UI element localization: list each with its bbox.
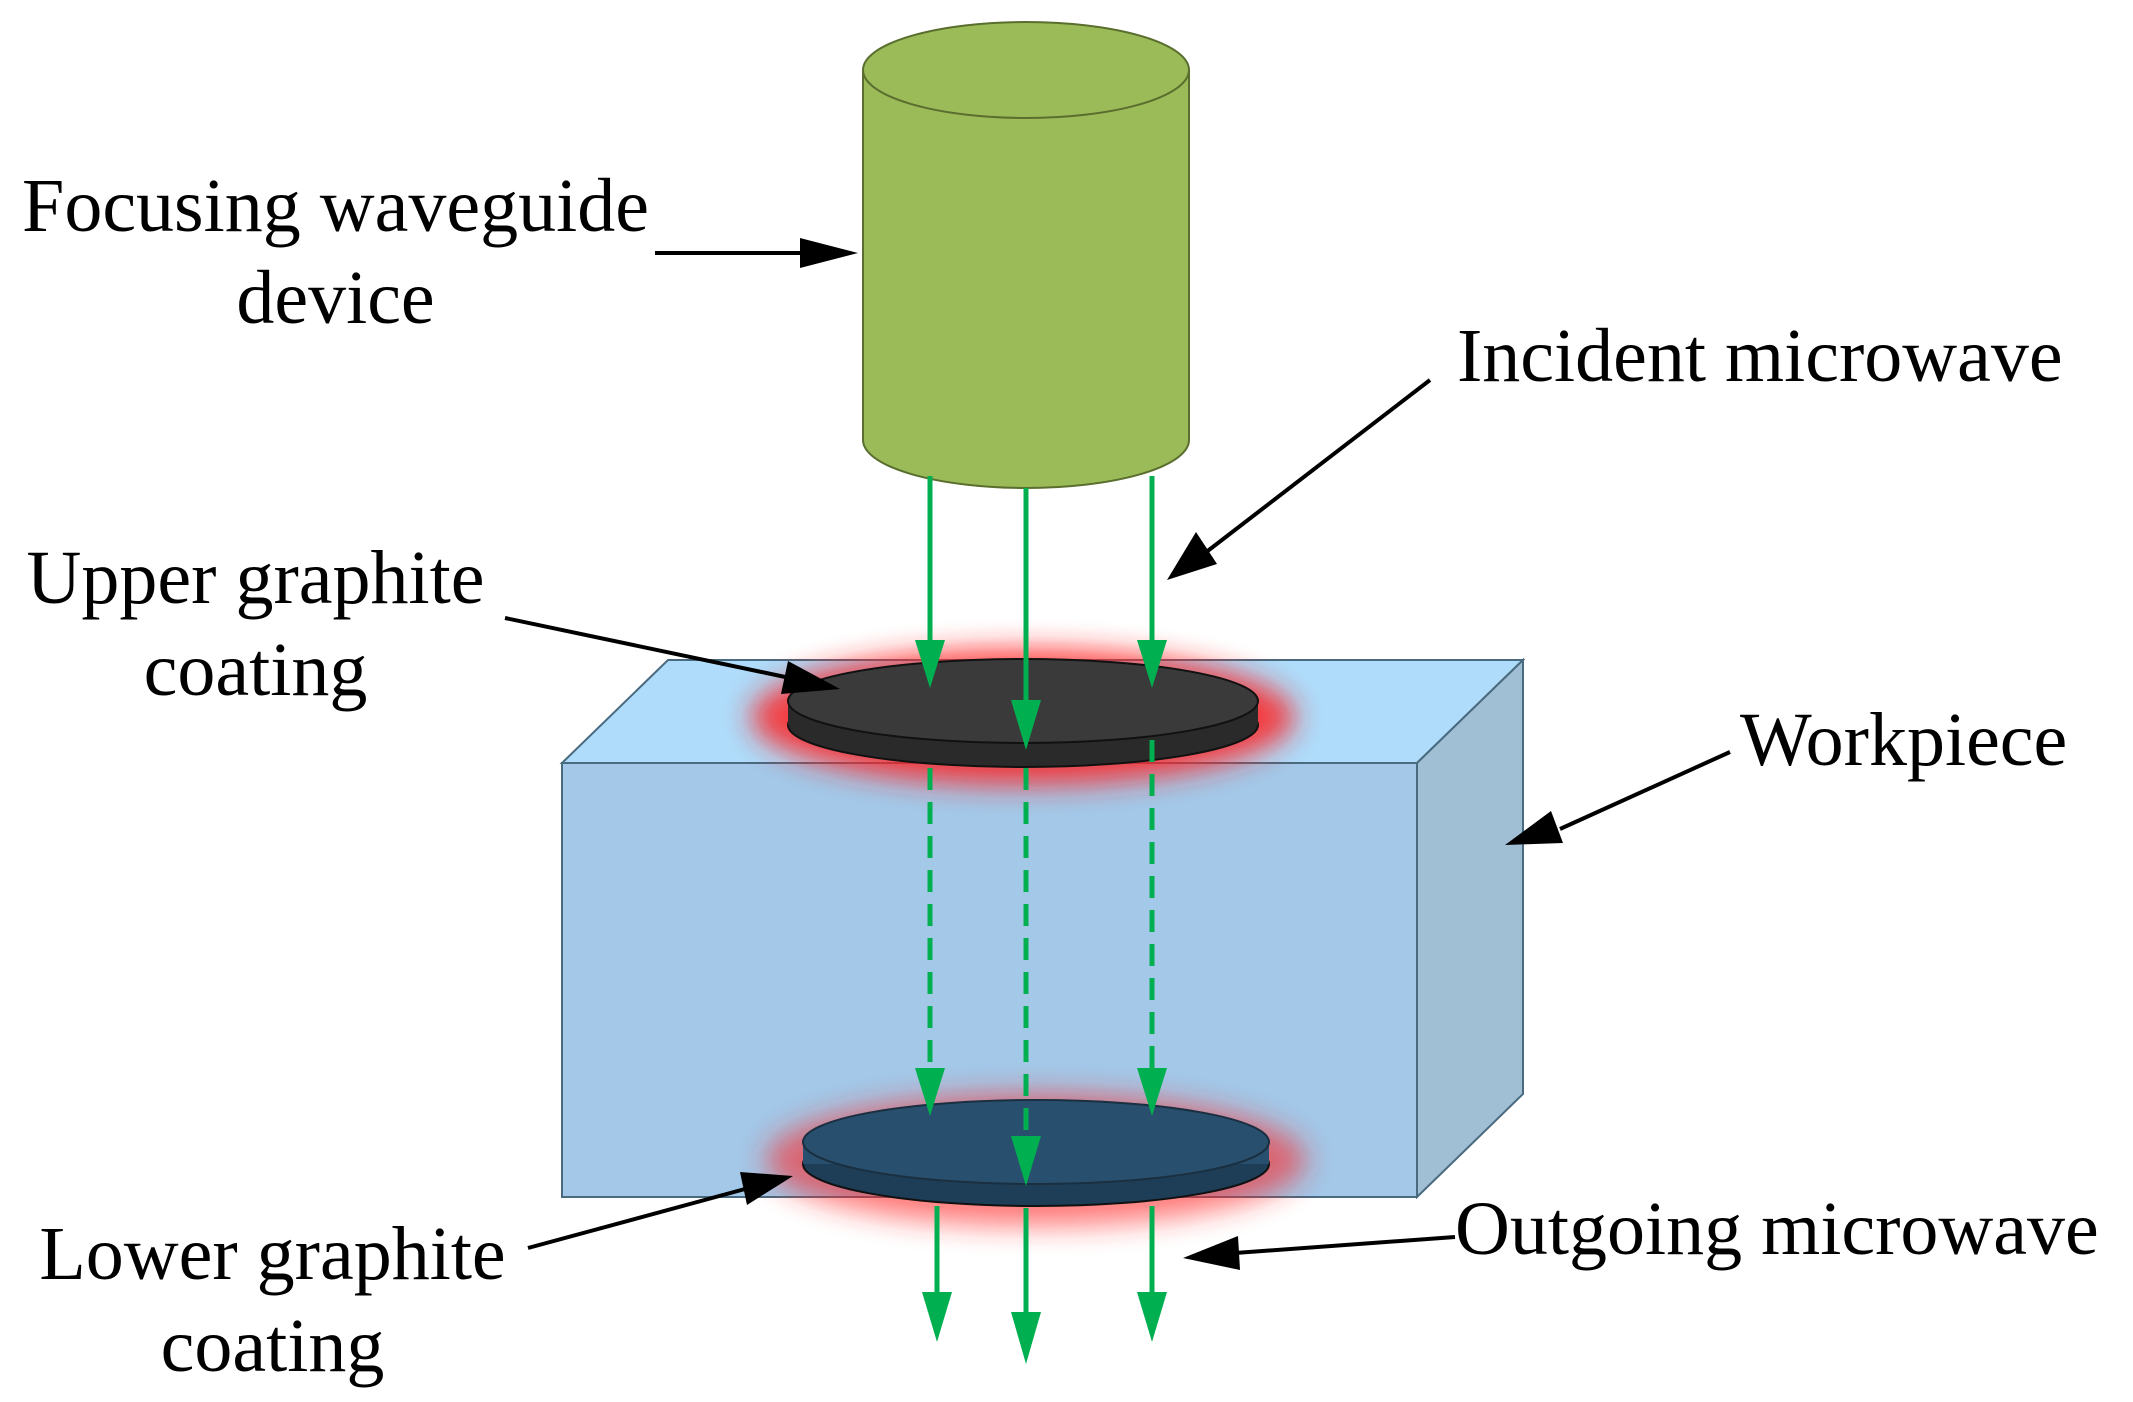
cylinder-top [862, 21, 1190, 119]
label-workpiece: Workpiece [1740, 698, 2068, 782]
pointer-incident [1203, 378, 1432, 555]
outgoing-arrowhead-left [922, 1292, 952, 1342]
outgoing-arrowhead-center [1011, 1312, 1041, 1364]
label-upper-graphite-coating: Upper graphite coating [18, 532, 493, 716]
internal-arrowhead-center [1011, 1136, 1041, 1186]
label-lower-line1: Lower graphite [39, 1212, 506, 1296]
pointer-upper-coating [504, 616, 791, 680]
lower-graphite-coating [766, 1094, 1306, 1226]
incident-arrowhead-center [1011, 700, 1041, 750]
label-lower-graphite-coating: Lower graphite coating [35, 1208, 510, 1392]
outgoing-arrowhead-right [1137, 1292, 1167, 1342]
label-focusing-line1: Focusing waveguide [22, 164, 649, 248]
microwave-beams [915, 476, 1167, 1364]
pointer-workpiece [1559, 750, 1731, 831]
label-focusing-line2: device [236, 256, 435, 340]
internal-arrowhead-left [915, 1068, 945, 1116]
label-outgoing-microwave: Outgoing microwave [1455, 1187, 2099, 1271]
label-upper-line1: Upper graphite [26, 536, 485, 620]
pointer-outgoing [1234, 1235, 1456, 1255]
pointer-arrows [504, 238, 1731, 1270]
label-incident-microwave: Incident microwave [1457, 314, 2063, 398]
pointer-lower-coating [527, 1187, 746, 1250]
internal-arrowhead-right [1137, 1068, 1167, 1116]
incident-arrowhead-left [915, 640, 945, 688]
label-lower-line2: coating [160, 1304, 385, 1388]
focusing-waveguide-cylinder [862, 21, 1190, 489]
label-focusing-waveguide-device: Focusing waveguide device [18, 160, 653, 344]
incident-arrowhead-right [1137, 640, 1167, 688]
cylinder-body [862, 69, 1190, 489]
label-upper-line2: coating [143, 628, 368, 712]
